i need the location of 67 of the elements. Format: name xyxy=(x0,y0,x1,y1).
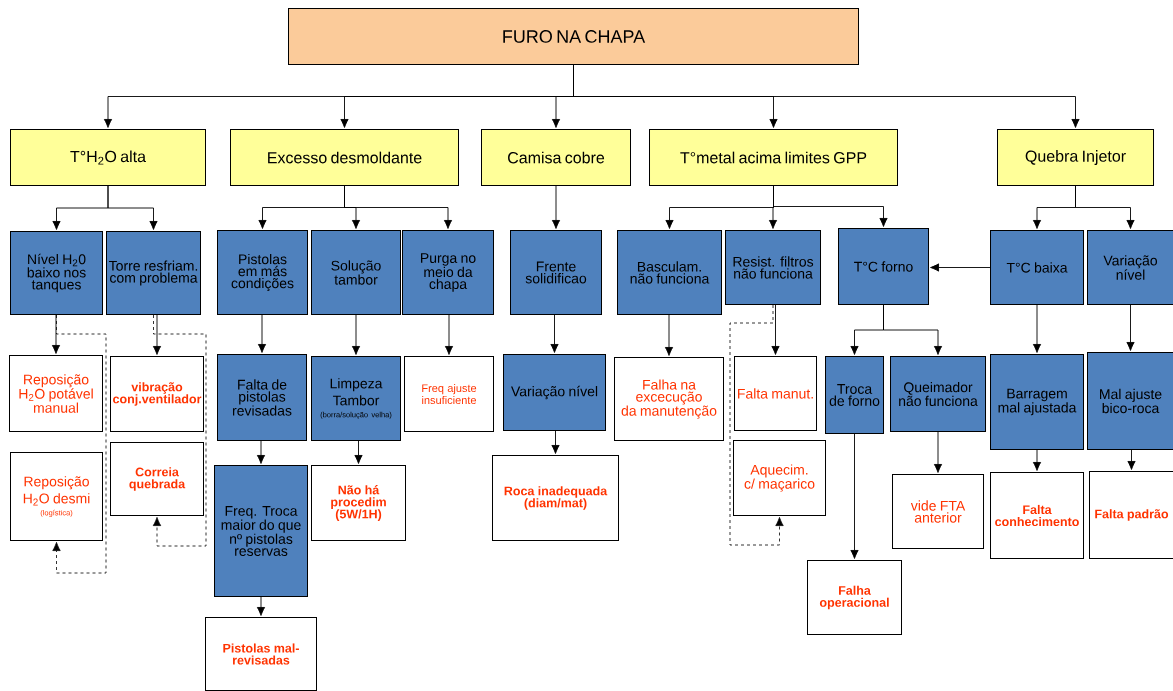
arrow xyxy=(444,314,454,355)
arrow xyxy=(1032,449,1042,471)
arrow xyxy=(354,440,363,464)
cause-box: Variação nível xyxy=(1087,230,1173,305)
root-cause-box: Não há procedim (5W/1H) xyxy=(311,465,406,541)
cause-box: Excesso desmoldante xyxy=(230,129,459,186)
cause-box: Pistolas em más condições xyxy=(217,230,308,315)
arrow xyxy=(573,64,1080,128)
arrow xyxy=(351,314,361,355)
root-cause-box: Aquecim. c/ maçarico xyxy=(733,440,826,516)
arrow xyxy=(1126,304,1135,351)
root-cause-box: Falta padrão xyxy=(1089,471,1173,559)
arrow xyxy=(1075,185,1135,229)
arrow xyxy=(930,263,991,272)
cause-box: Frente solidificao xyxy=(510,230,602,315)
cause-box: Variação nível xyxy=(503,354,606,431)
arrow xyxy=(1032,304,1042,353)
root-cause-box: Pistolas mal-revisadas xyxy=(205,617,317,691)
arrow xyxy=(664,314,674,356)
arrow xyxy=(551,185,561,229)
root-cause-box: Reposição H$_{2}$O potável manual xyxy=(9,355,103,432)
arrow xyxy=(256,440,266,464)
title-box: FURO NA CHAPA xyxy=(288,8,859,65)
root-cause-box: Falta conhecimento xyxy=(990,472,1084,559)
cause-box: T°metal acima limites GPP xyxy=(649,129,898,186)
cause-box: Torre resfriam. com problema xyxy=(106,231,201,315)
arrow xyxy=(152,314,162,355)
cause-box: Troca de forno xyxy=(825,356,884,434)
cause-box: T°C forno xyxy=(838,228,929,305)
cause-box: Mal ajuste bico-roca xyxy=(1087,352,1173,450)
arrow xyxy=(257,314,267,353)
root-cause-box: Falha operacional xyxy=(807,560,902,635)
cause-box: Freq. Troca maior do que nº pistolas reservas xyxy=(214,465,308,597)
cause-box: Solução tambor xyxy=(311,230,401,315)
cause-box: Camisa cobre xyxy=(481,129,631,186)
arrow xyxy=(773,185,888,227)
arrow xyxy=(52,314,107,574)
root-cause-box: Correia quebrada xyxy=(110,442,204,516)
root-cause-box: vide FTA anterior xyxy=(892,474,984,549)
arrow xyxy=(850,433,859,559)
arrow xyxy=(729,304,784,546)
cause-box: Nível H$_{2}$0 baixo nos tanques xyxy=(10,231,103,315)
cause-box: Queimador não funciona xyxy=(890,356,986,432)
cause-box: Basculam. não funciona xyxy=(617,230,722,315)
root-cause-box: Freq ajuste insuficiente xyxy=(404,356,494,432)
arrow xyxy=(551,430,560,454)
cause-box: T°H$_{2}$O alta xyxy=(10,129,206,186)
arrow xyxy=(883,304,943,355)
arrow xyxy=(152,314,207,547)
cause-box: Falta de pistolas revisadas xyxy=(217,354,307,441)
arrow xyxy=(771,304,780,355)
cause-box: Barragem mal ajustada xyxy=(990,354,1084,450)
arrow xyxy=(344,185,453,229)
root-cause-box: Falta manut. xyxy=(734,356,817,431)
root-cause-box: Falha na excecução da manutenção xyxy=(614,357,724,441)
arrow xyxy=(51,314,61,354)
arrow xyxy=(256,596,266,616)
cause-box: T°C baixa xyxy=(990,230,1084,305)
arrow xyxy=(550,314,559,353)
cause-box: Purga no meio da chapa xyxy=(402,230,494,315)
cause-box: Quebra Injetor xyxy=(997,129,1154,186)
root-cause-box: Roca inadequada (diam/mat) xyxy=(492,455,619,541)
arrow xyxy=(933,431,943,473)
cause-box: Resist. filtros não funciona xyxy=(725,230,821,305)
arrow xyxy=(1127,449,1136,470)
root-cause-box: vibração conj.ventilador xyxy=(110,356,204,432)
arrow xyxy=(107,185,158,230)
